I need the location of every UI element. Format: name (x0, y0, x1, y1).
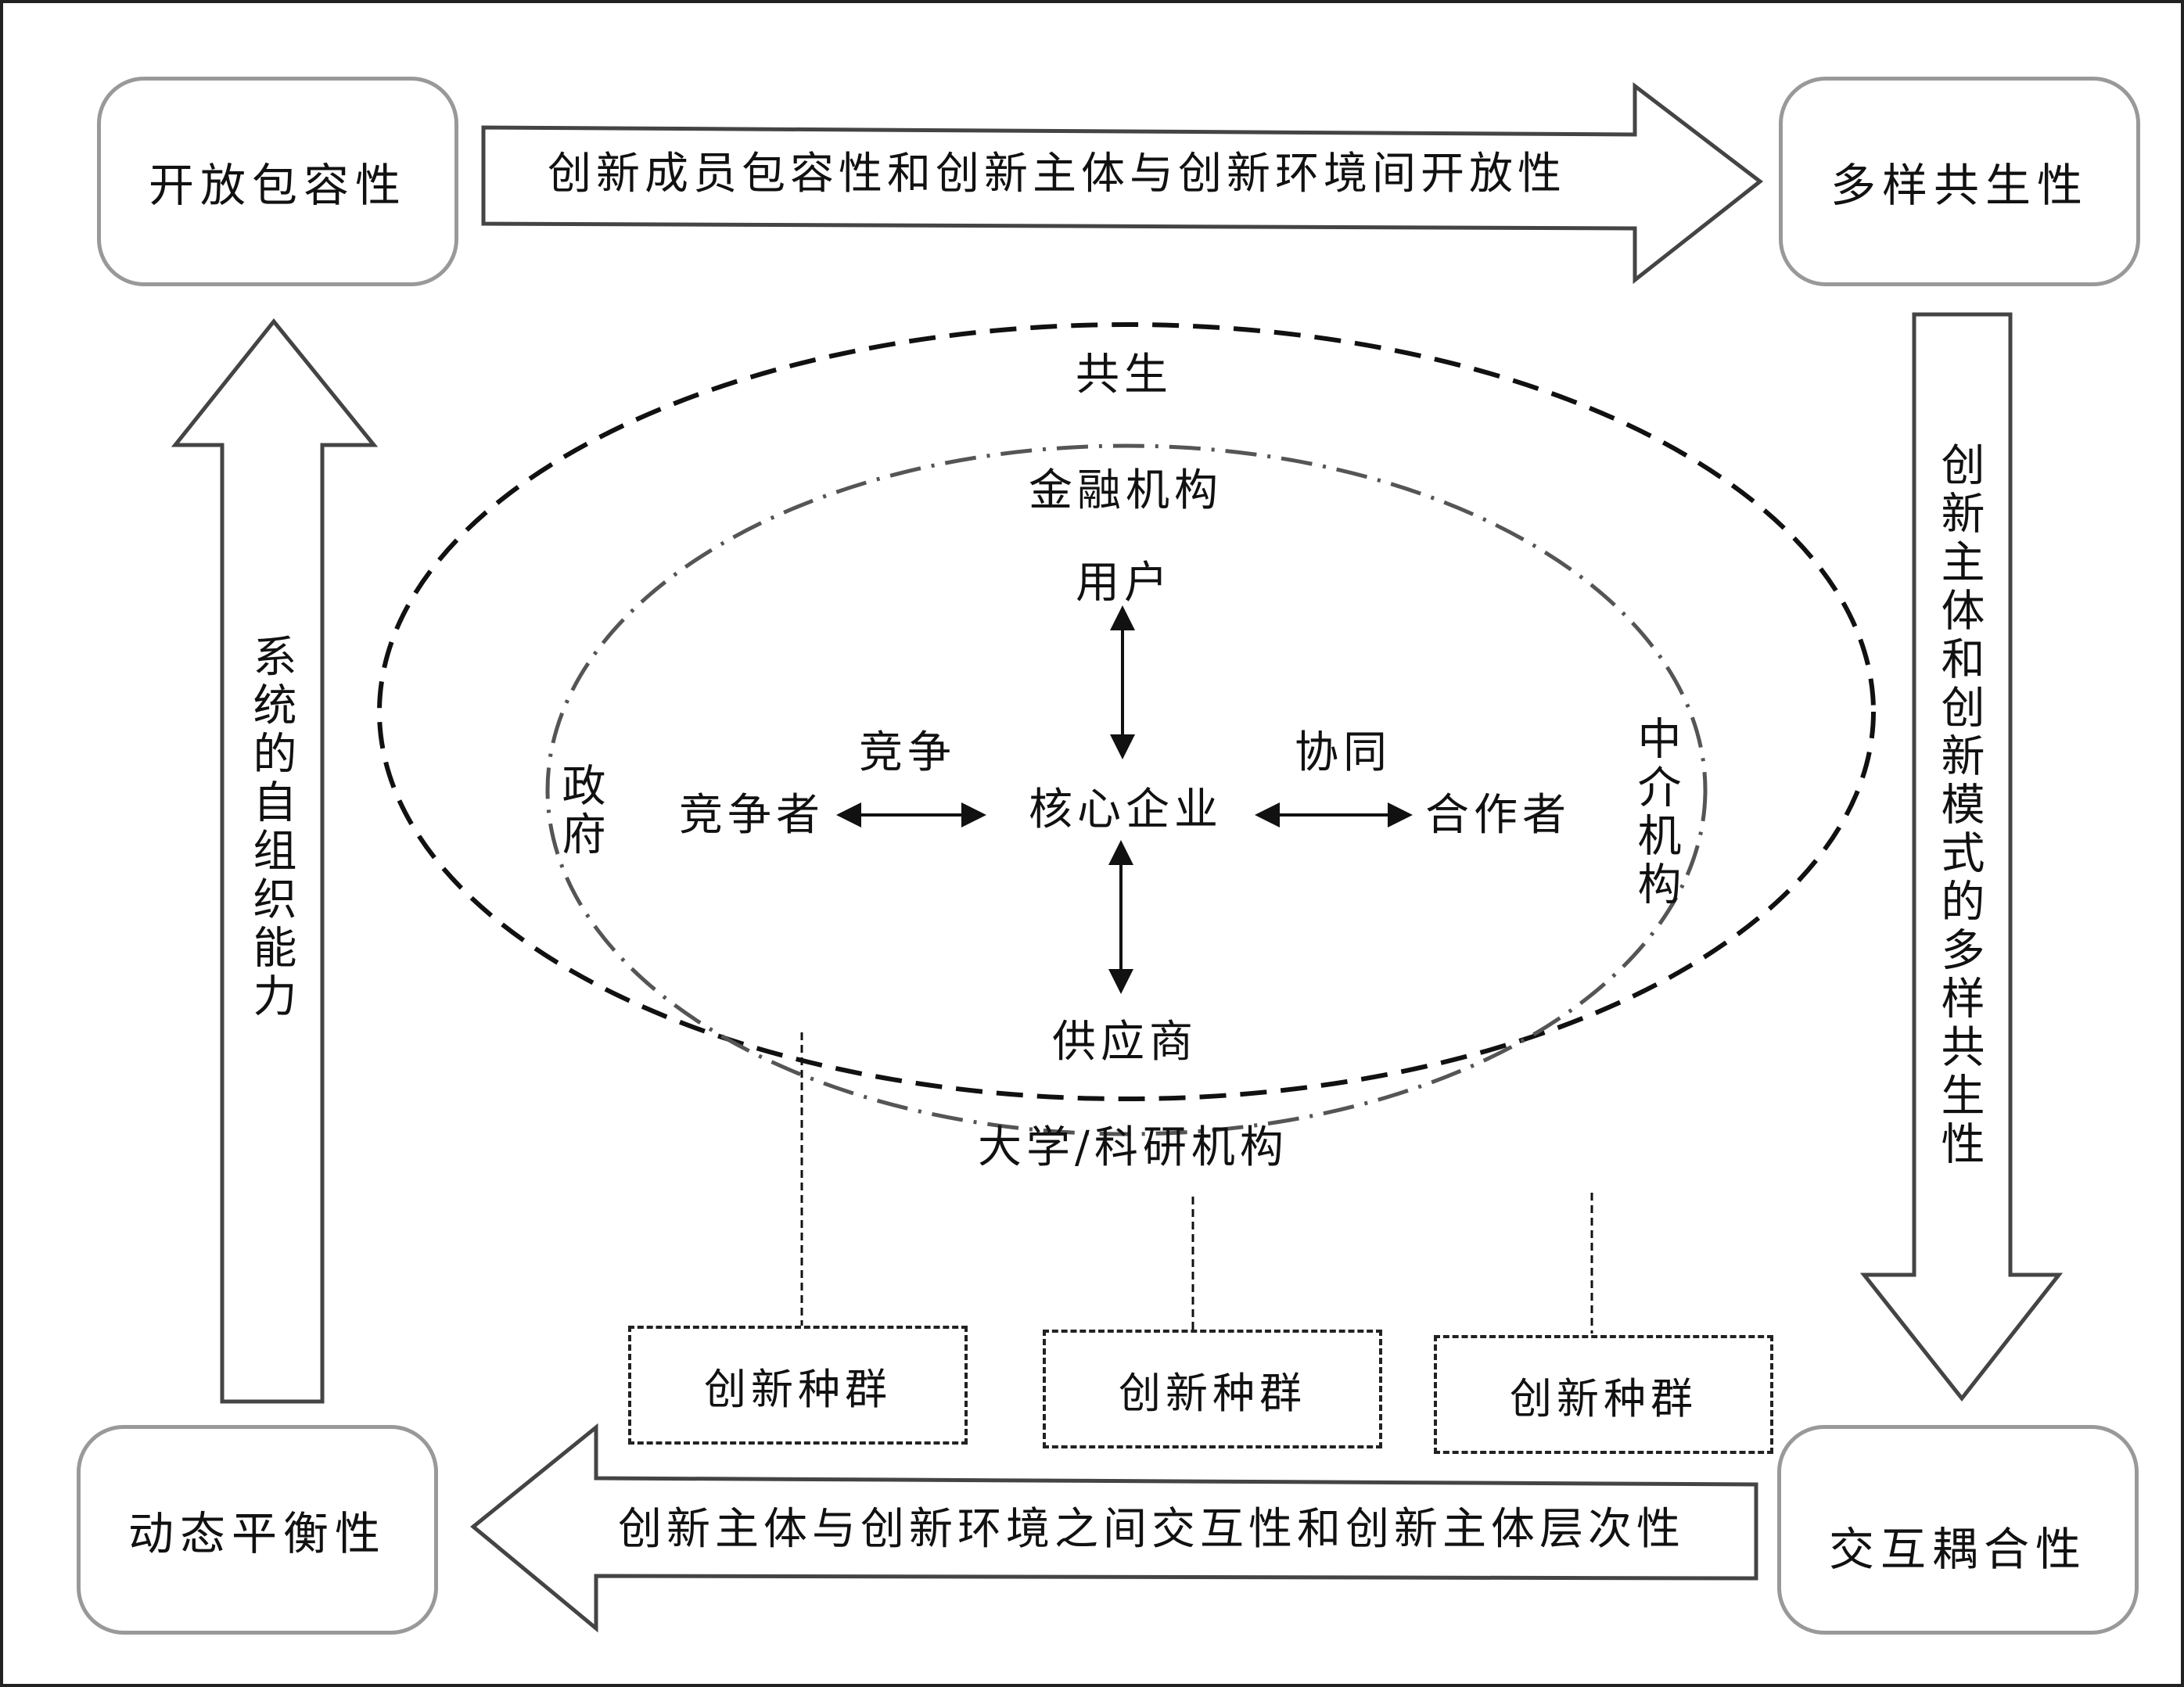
user-label: 用户 (1076, 558, 1173, 608)
partner-label: 合作者 (1425, 790, 1571, 841)
dynamic-balance-label: 动态平衡性 (128, 1507, 386, 1560)
top-arrow-shape (481, 81, 1764, 285)
competition-label: 竞争 (859, 727, 956, 778)
innovation-population-box-2: 创新种群 (1043, 1330, 1382, 1448)
outer-symbiosis-ring (377, 322, 1876, 1101)
intermediary-label: 中介机构 (1630, 716, 1681, 910)
interactive-coupling-box: 交互耦合性 (1777, 1425, 2139, 1635)
innovation-population-label: 创新种群 (1510, 1373, 1697, 1423)
diverse-symbiosis-label: 多样共生性 (1830, 159, 2089, 212)
diverse-symbiosis-box: 多样共生性 (1779, 77, 2140, 286)
left-arrow-shape (171, 318, 379, 1404)
interactive-coupling-label: 交互耦合性 (1828, 1523, 2087, 1576)
core-enterprise-label: 核心企业 (1029, 784, 1223, 835)
innovation-population-box-3: 创新种群 (1434, 1335, 1773, 1454)
competitor-label: 竞争者 (679, 790, 824, 841)
supplier-label: 供应商 (1052, 1017, 1198, 1068)
top-arrow-label: 创新成员包容性和创新主体与创新环境间开放性 (548, 149, 1566, 199)
bottom-arrow-label: 创新主体与创新环境之间交互性和创新主体层次性 (618, 1504, 1685, 1555)
right-arrow-label: 创新主体和创新模式的多样共生性 (1934, 442, 1985, 1169)
bottom-arrow-shape (470, 1423, 1758, 1633)
left-arrow-label: 系统的自组织能力 (246, 634, 296, 1021)
government-label: 政府 (555, 763, 605, 860)
open-inclusive-box: 开放包容性 (97, 77, 458, 286)
innovation-population-label: 创新种群 (1119, 1368, 1306, 1418)
collaboration-label: 协同 (1295, 727, 1392, 778)
innovation-population-label: 创新种群 (704, 1364, 892, 1414)
university-research-label: 大学/科研机构 (978, 1122, 1288, 1173)
innovation-population-box-1: 创新种群 (628, 1326, 968, 1445)
inner-environment-ring (545, 443, 1708, 1136)
financial-institutions-label: 金融机构 (1029, 465, 1223, 516)
symbiosis-label: 共生 (1076, 350, 1173, 400)
right-arrow-shape (1859, 312, 2064, 1402)
dynamic-balance-box: 动态平衡性 (77, 1425, 438, 1635)
open-inclusive-label: 开放包容性 (148, 159, 407, 212)
